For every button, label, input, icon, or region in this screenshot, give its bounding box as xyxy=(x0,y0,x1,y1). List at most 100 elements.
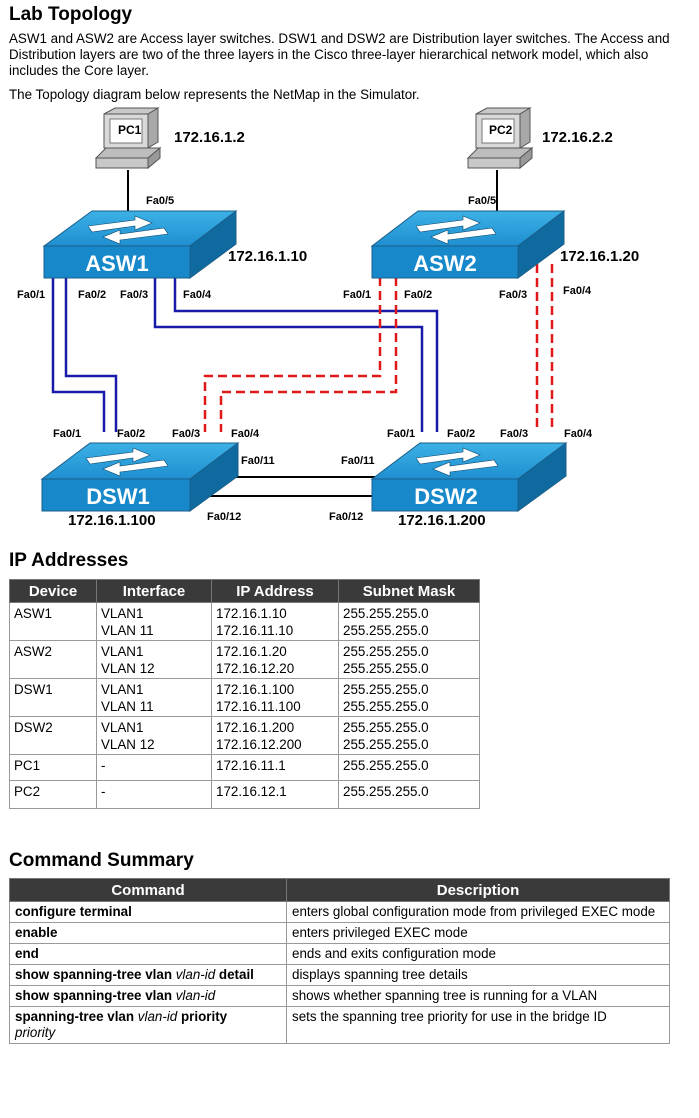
command-text: show spanning-tree vlan xyxy=(15,988,172,1003)
interface-value: VLAN1 xyxy=(101,606,144,621)
dsw2-port-3: Fa0/3 xyxy=(500,428,528,440)
command-cell: configure terminal xyxy=(9,901,287,923)
interface-value: VLAN1 xyxy=(101,682,144,697)
dsw2-port-2: Fa0/2 xyxy=(447,428,475,440)
asw1-switch-icon xyxy=(42,209,238,279)
description-cell: shows whether spanning tree is running f… xyxy=(286,985,670,1007)
device-name: ASW1 xyxy=(14,606,52,621)
device-name: DSW2 xyxy=(14,720,53,735)
device-name: ASW2 xyxy=(14,644,52,659)
ip-header-device: Device xyxy=(9,579,97,603)
ip-addresses-heading: IP Addresses xyxy=(9,550,129,571)
ip-header-mask: Subnet Mask xyxy=(338,579,480,603)
ip-table-header-row: Device Interface IP Address Subnet Mask xyxy=(9,579,480,603)
device-name: PC2 xyxy=(14,784,41,799)
red-dashed-links xyxy=(203,264,554,432)
interface-cell: - xyxy=(96,780,212,809)
command-cell: show spanning-tree vlan vlan-id detail xyxy=(9,964,287,986)
dsw1-port-12: Fa0/12 xyxy=(207,511,241,523)
mask-value: 255.255.255.0 xyxy=(343,720,429,735)
command-summary-table: Command Description configure terminal en… xyxy=(9,878,670,1044)
topology-heading: Lab Topology xyxy=(9,4,133,25)
mask-cell: 255.255.255.0 255.255.255.0 xyxy=(338,716,480,755)
description-cell: displays spanning tree details xyxy=(286,964,670,986)
asw2-port-3: Fa0/3 xyxy=(499,289,527,301)
cmd-table-header-row: Command Description xyxy=(9,878,670,902)
dsw2-switch-icon xyxy=(370,442,568,512)
dsw2-port-11: Fa0/11 xyxy=(341,455,375,467)
command-text: end xyxy=(15,946,39,961)
ip-header-interface: Interface xyxy=(96,579,212,603)
ip-cell: 172.16.12.1 xyxy=(211,780,339,809)
dsw1-ip: 172.16.1.100 xyxy=(68,512,156,529)
dsw2-port-1: Fa0/1 xyxy=(387,428,415,440)
dsw2-port-4: Fa0/4 xyxy=(564,428,593,440)
ip-header-ip: IP Address xyxy=(211,579,339,603)
command-arg-2: priority xyxy=(15,1025,56,1040)
description-text: sets the spanning tree priority for use … xyxy=(292,1009,607,1024)
command-text: show spanning-tree vlan xyxy=(15,967,172,982)
pc1-icon xyxy=(94,107,162,170)
dsw1-switch-icon xyxy=(40,442,240,512)
dsw1-port-4: Fa0/4 xyxy=(231,428,260,440)
interface-value: VLAN 11 xyxy=(101,623,154,638)
interface-value: - xyxy=(101,758,106,773)
ip-value: 172.16.1.20 xyxy=(216,644,287,659)
pc2-name: PC2 xyxy=(489,123,513,137)
asw1-port-1: Fa0/1 xyxy=(17,289,45,301)
interface-cell: - xyxy=(96,754,212,781)
topology-diagram: PC1 172.16.1.2 PC2 172.16.2.2 Fa0/5 Fa0/… xyxy=(17,107,639,529)
command-cell: show spanning-tree vlan vlan-id xyxy=(9,985,287,1007)
asw2-switch-icon xyxy=(370,209,566,279)
command-keyword: priority xyxy=(180,1009,228,1024)
description-text: displays spanning tree details xyxy=(292,967,468,982)
mask-value: 255.255.255.0 xyxy=(343,699,429,714)
mask-value: 255.255.255.0 xyxy=(343,644,429,659)
asw1-port-2: Fa0/2 xyxy=(78,289,106,301)
asw1-port-4: Fa0/4 xyxy=(183,289,212,301)
dsw2-ip: 172.16.1.200 xyxy=(398,512,486,529)
dsw1-name: DSW1 xyxy=(86,484,150,509)
dsw2-port-12: Fa0/12 xyxy=(329,511,363,523)
ip-cell: 172.16.1.20 172.16.12.20 xyxy=(211,640,339,679)
device-cell: ASW1 xyxy=(9,602,97,641)
asw1-ip: 172.16.1.10 xyxy=(228,248,307,265)
command-arg: vlan-id xyxy=(137,1009,178,1024)
device-cell: DSW2 xyxy=(9,716,97,755)
asw2-port-2: Fa0/2 xyxy=(404,289,432,301)
ip-value: 172.16.12.20 xyxy=(216,661,295,676)
table-row: PC2 -172.16.12.1 255.255.255.0 xyxy=(9,780,480,809)
blue-links xyxy=(51,277,439,432)
pc2-ip: 172.16.2.2 xyxy=(542,129,613,146)
pc2-port: Fa0/5 xyxy=(468,195,496,207)
ip-value: 172.16.12.200 xyxy=(216,737,302,752)
mask-value: 255.255.255.0 xyxy=(343,606,429,621)
mask-value: 255.255.255.0 xyxy=(343,623,429,638)
topology-intro: ASW1 and ASW2 are Access layer switches.… xyxy=(9,31,670,78)
interface-value: VLAN1 xyxy=(101,644,144,659)
command-cell: enable xyxy=(9,922,287,944)
description-cell: sets the spanning tree priority for use … xyxy=(286,1006,670,1044)
mask-value: 255.255.255.0 xyxy=(343,737,429,752)
mask-value: 255.255.255.0 xyxy=(343,784,429,799)
asw2-port-1: Fa0/1 xyxy=(343,289,371,301)
ip-value: 172.16.1.100 xyxy=(216,682,295,697)
device-cell: PC2 xyxy=(9,780,97,809)
dsw1-port-1: Fa0/1 xyxy=(53,428,81,440)
asw1-name: ASW1 xyxy=(85,251,149,276)
command-text: configure terminal xyxy=(15,904,132,919)
device-cell: ASW2 xyxy=(9,640,97,679)
ip-value: 172.16.12.1 xyxy=(216,784,287,799)
